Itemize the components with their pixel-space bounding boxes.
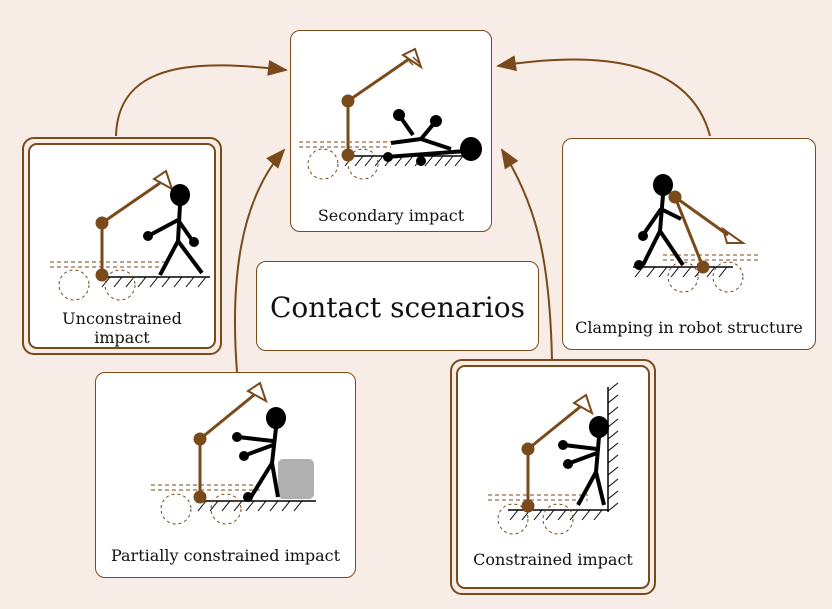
wall	[607, 382, 619, 512]
robot-arm	[193, 381, 268, 504]
unconstrained-impact-panel: Unconstrained impact	[22, 137, 222, 355]
partially-constrained-label: Partially constrained impact	[110, 546, 341, 565]
clamping-figure	[633, 174, 758, 293]
robot-arm	[521, 393, 594, 513]
partially-constrained-panel: Partially constrained impact	[95, 372, 356, 578]
unconstrained-impact-label-line2: impact	[94, 328, 150, 347]
robot-base	[299, 141, 391, 180]
unconstrained-impact-inner: Unconstrained impact	[28, 143, 216, 349]
constrained-impact-inner: Constrained impact	[456, 365, 650, 589]
human-icon	[634, 174, 685, 270]
obstacle-block	[278, 459, 314, 499]
partially-constrained-figure	[151, 381, 316, 525]
title-panel: Contact scenarios	[256, 261, 539, 351]
secondary-impact-panel: Secondary impact	[290, 30, 492, 232]
clamping-label: Clamping in robot structure	[575, 318, 803, 337]
human-icon	[143, 184, 204, 276]
arrow-unconstrained-to-secondary	[115, 59, 288, 137]
fallen-human-icon	[383, 109, 482, 166]
robot-arm	[95, 169, 174, 282]
constrained-impact-figure	[488, 382, 619, 535]
clamping-panel: Clamping in robot structure	[562, 138, 816, 350]
secondary-impact-figure	[299, 47, 482, 180]
diagram-title: Contact scenarios	[269, 291, 525, 324]
human-icon	[232, 407, 286, 502]
human-icon	[558, 416, 609, 506]
robot-arm	[341, 47, 423, 162]
constrained-impact-label: Constrained impact	[473, 550, 633, 569]
constrained-impact-panel: Constrained impact	[450, 359, 656, 595]
robot-arm	[668, 190, 747, 274]
secondary-impact-label: Secondary impact	[317, 206, 465, 225]
arrow-clamping-to-secondary	[496, 55, 711, 137]
unconstrained-impact-figure	[50, 169, 210, 301]
unconstrained-impact-label-line1: Unconstrained	[62, 309, 182, 328]
